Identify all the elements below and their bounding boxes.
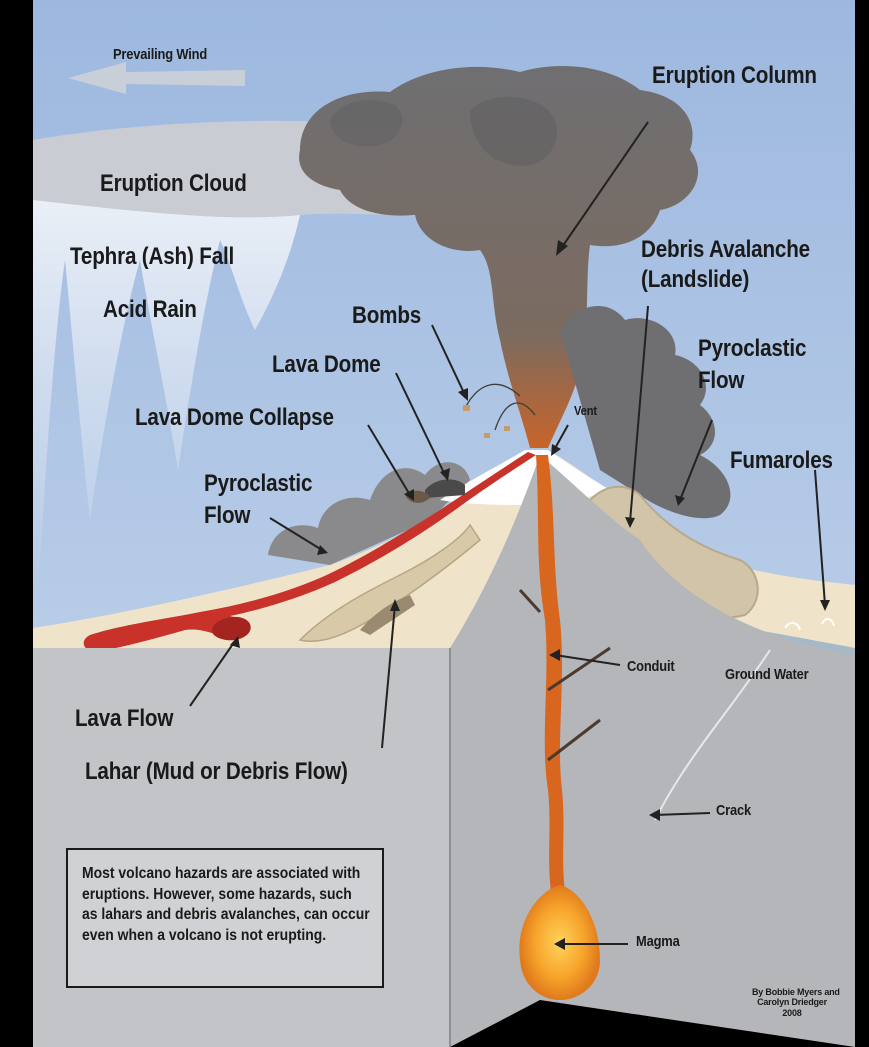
label-pyroclastic-flow-right: Pyroclastic: [698, 335, 806, 364]
label-vent: Vent: [574, 403, 597, 419]
label-lava-dome-collapse: Lava Dome Collapse: [135, 404, 334, 433]
bomb: [504, 426, 510, 431]
bomb: [484, 433, 490, 438]
label-acid-rain: Acid Rain: [103, 296, 197, 325]
label-lahar: Lahar (Mud or Debris Flow): [85, 758, 348, 787]
label-magma: Magma: [636, 933, 680, 951]
label-crack: Crack: [716, 802, 751, 820]
credit-line-3: 2008: [752, 1008, 832, 1018]
label-conduit: Conduit: [627, 658, 675, 676]
label-eruption-cloud: Eruption Cloud: [100, 170, 247, 199]
label-bombs: Bombs: [352, 302, 421, 331]
label-landslide: (Landslide): [641, 266, 749, 295]
label-prevailing-wind: Prevailing Wind: [113, 46, 207, 64]
label-eruption-column: Eruption Column: [652, 62, 817, 91]
label-ground-water: Ground Water: [725, 666, 808, 684]
credit-line-1: By Bobbie Myers and: [752, 987, 832, 997]
label-lava-flow: Lava Flow: [75, 705, 173, 734]
bomb: [463, 405, 470, 411]
label-tephra-fall: Tephra (Ash) Fall: [70, 243, 234, 272]
credit-line-2: Carolyn Driedger: [752, 997, 832, 1007]
note-box: Most volcano hazards are associated with…: [66, 848, 384, 988]
label-pyroclastic-flow-right-2: Flow: [698, 367, 744, 396]
label-debris-avalanche: Debris Avalanche: [641, 236, 810, 265]
note-text: Most volcano hazards are associated with…: [82, 864, 370, 946]
label-lava-dome: Lava Dome: [272, 351, 381, 380]
credit: By Bobbie Myers and Carolyn Driedger 200…: [752, 987, 832, 1018]
label-fumaroles: Fumaroles: [730, 447, 833, 476]
label-pyroclastic-flow-left-2: Flow: [204, 502, 250, 531]
label-pyroclastic-flow-left: Pyroclastic: [204, 470, 312, 499]
